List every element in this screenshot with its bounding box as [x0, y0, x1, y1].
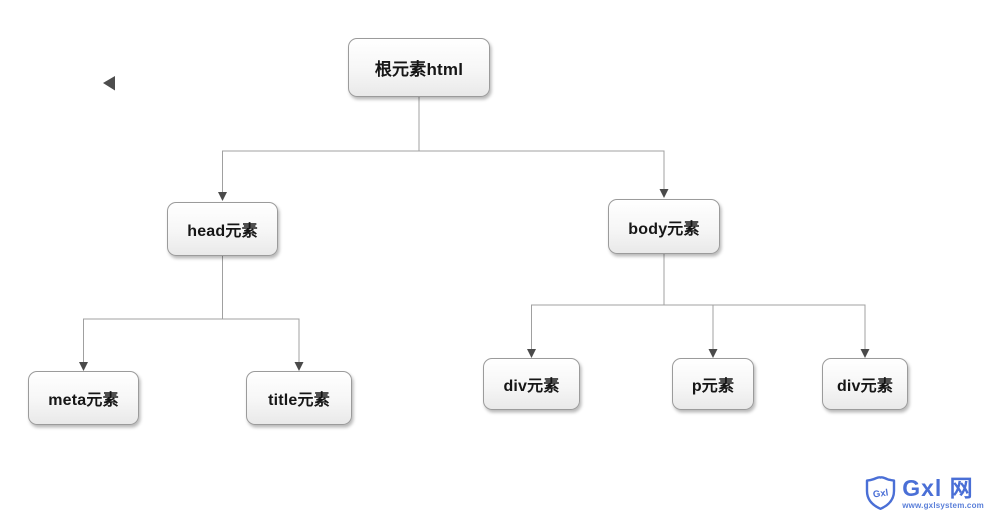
node-label: title元素 — [268, 392, 330, 409]
arrowhead-icon — [527, 349, 536, 358]
gxl-watermark: Gxl Gxl 网 www.gxlsystem.com — [864, 475, 984, 511]
arrowhead-icon — [218, 192, 227, 201]
shield-text: Gxl — [872, 487, 889, 500]
node-div-2: div元素 — [822, 358, 908, 410]
arrowhead-icon — [708, 349, 718, 358]
node-div-1: div元素 — [483, 358, 580, 410]
left-triangle-icon — [103, 76, 115, 91]
brand-url: www.gxlsystem.com — [902, 500, 984, 510]
node-p: p元素 — [672, 358, 754, 410]
node-label: body元素 — [628, 220, 700, 238]
edge-body-p — [663, 254, 714, 349]
node-label: div元素 — [503, 378, 560, 395]
edge-head-meta — [83, 256, 223, 362]
edge-body-div2 — [663, 254, 866, 349]
node-label: 根元素html — [374, 60, 464, 79]
edge-body-div1 — [531, 254, 665, 349]
node-title: title元素 — [246, 371, 352, 425]
node-root-html: 根元素html — [348, 38, 490, 97]
edge-root-head — [222, 97, 420, 192]
node-label: meta元素 — [48, 392, 119, 409]
node-meta: meta元素 — [28, 371, 139, 425]
brand-text: Gxl 网 — [902, 474, 974, 501]
node-label: p元素 — [691, 378, 735, 395]
arrowhead-icon — [659, 189, 669, 198]
node-head: head元素 — [167, 202, 278, 256]
node-label: head元素 — [187, 223, 258, 240]
node-body: body元素 — [608, 199, 720, 254]
node-label: div元素 — [836, 378, 894, 395]
edge-root-body — [418, 97, 665, 189]
arrowhead-icon — [79, 362, 88, 371]
arrowhead-icon — [294, 362, 304, 371]
arrowhead-icon — [860, 349, 870, 358]
edge-head-title — [222, 256, 300, 362]
shield-logo-icon: Gxl — [865, 476, 896, 510]
